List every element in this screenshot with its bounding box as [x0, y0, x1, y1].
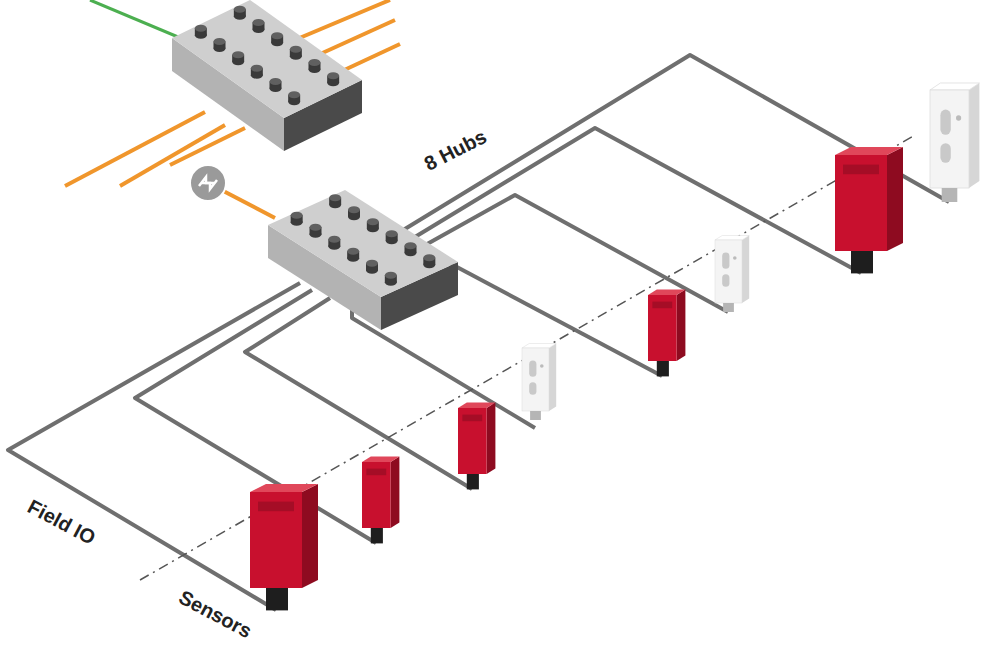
hub-ports	[195, 6, 339, 106]
sensor-cables	[8, 55, 949, 610]
hub-ports	[291, 194, 436, 286]
power-cables	[65, 0, 400, 218]
sensors	[250, 83, 979, 610]
io-hub	[172, 0, 362, 151]
axis-label: 8 Hubs	[420, 125, 489, 175]
io-hub	[268, 190, 458, 330]
axis-label: Field IO	[24, 495, 99, 549]
network-cable	[90, 0, 190, 42]
axis-label: Sensors	[175, 586, 255, 642]
converter-icon	[190, 165, 226, 201]
